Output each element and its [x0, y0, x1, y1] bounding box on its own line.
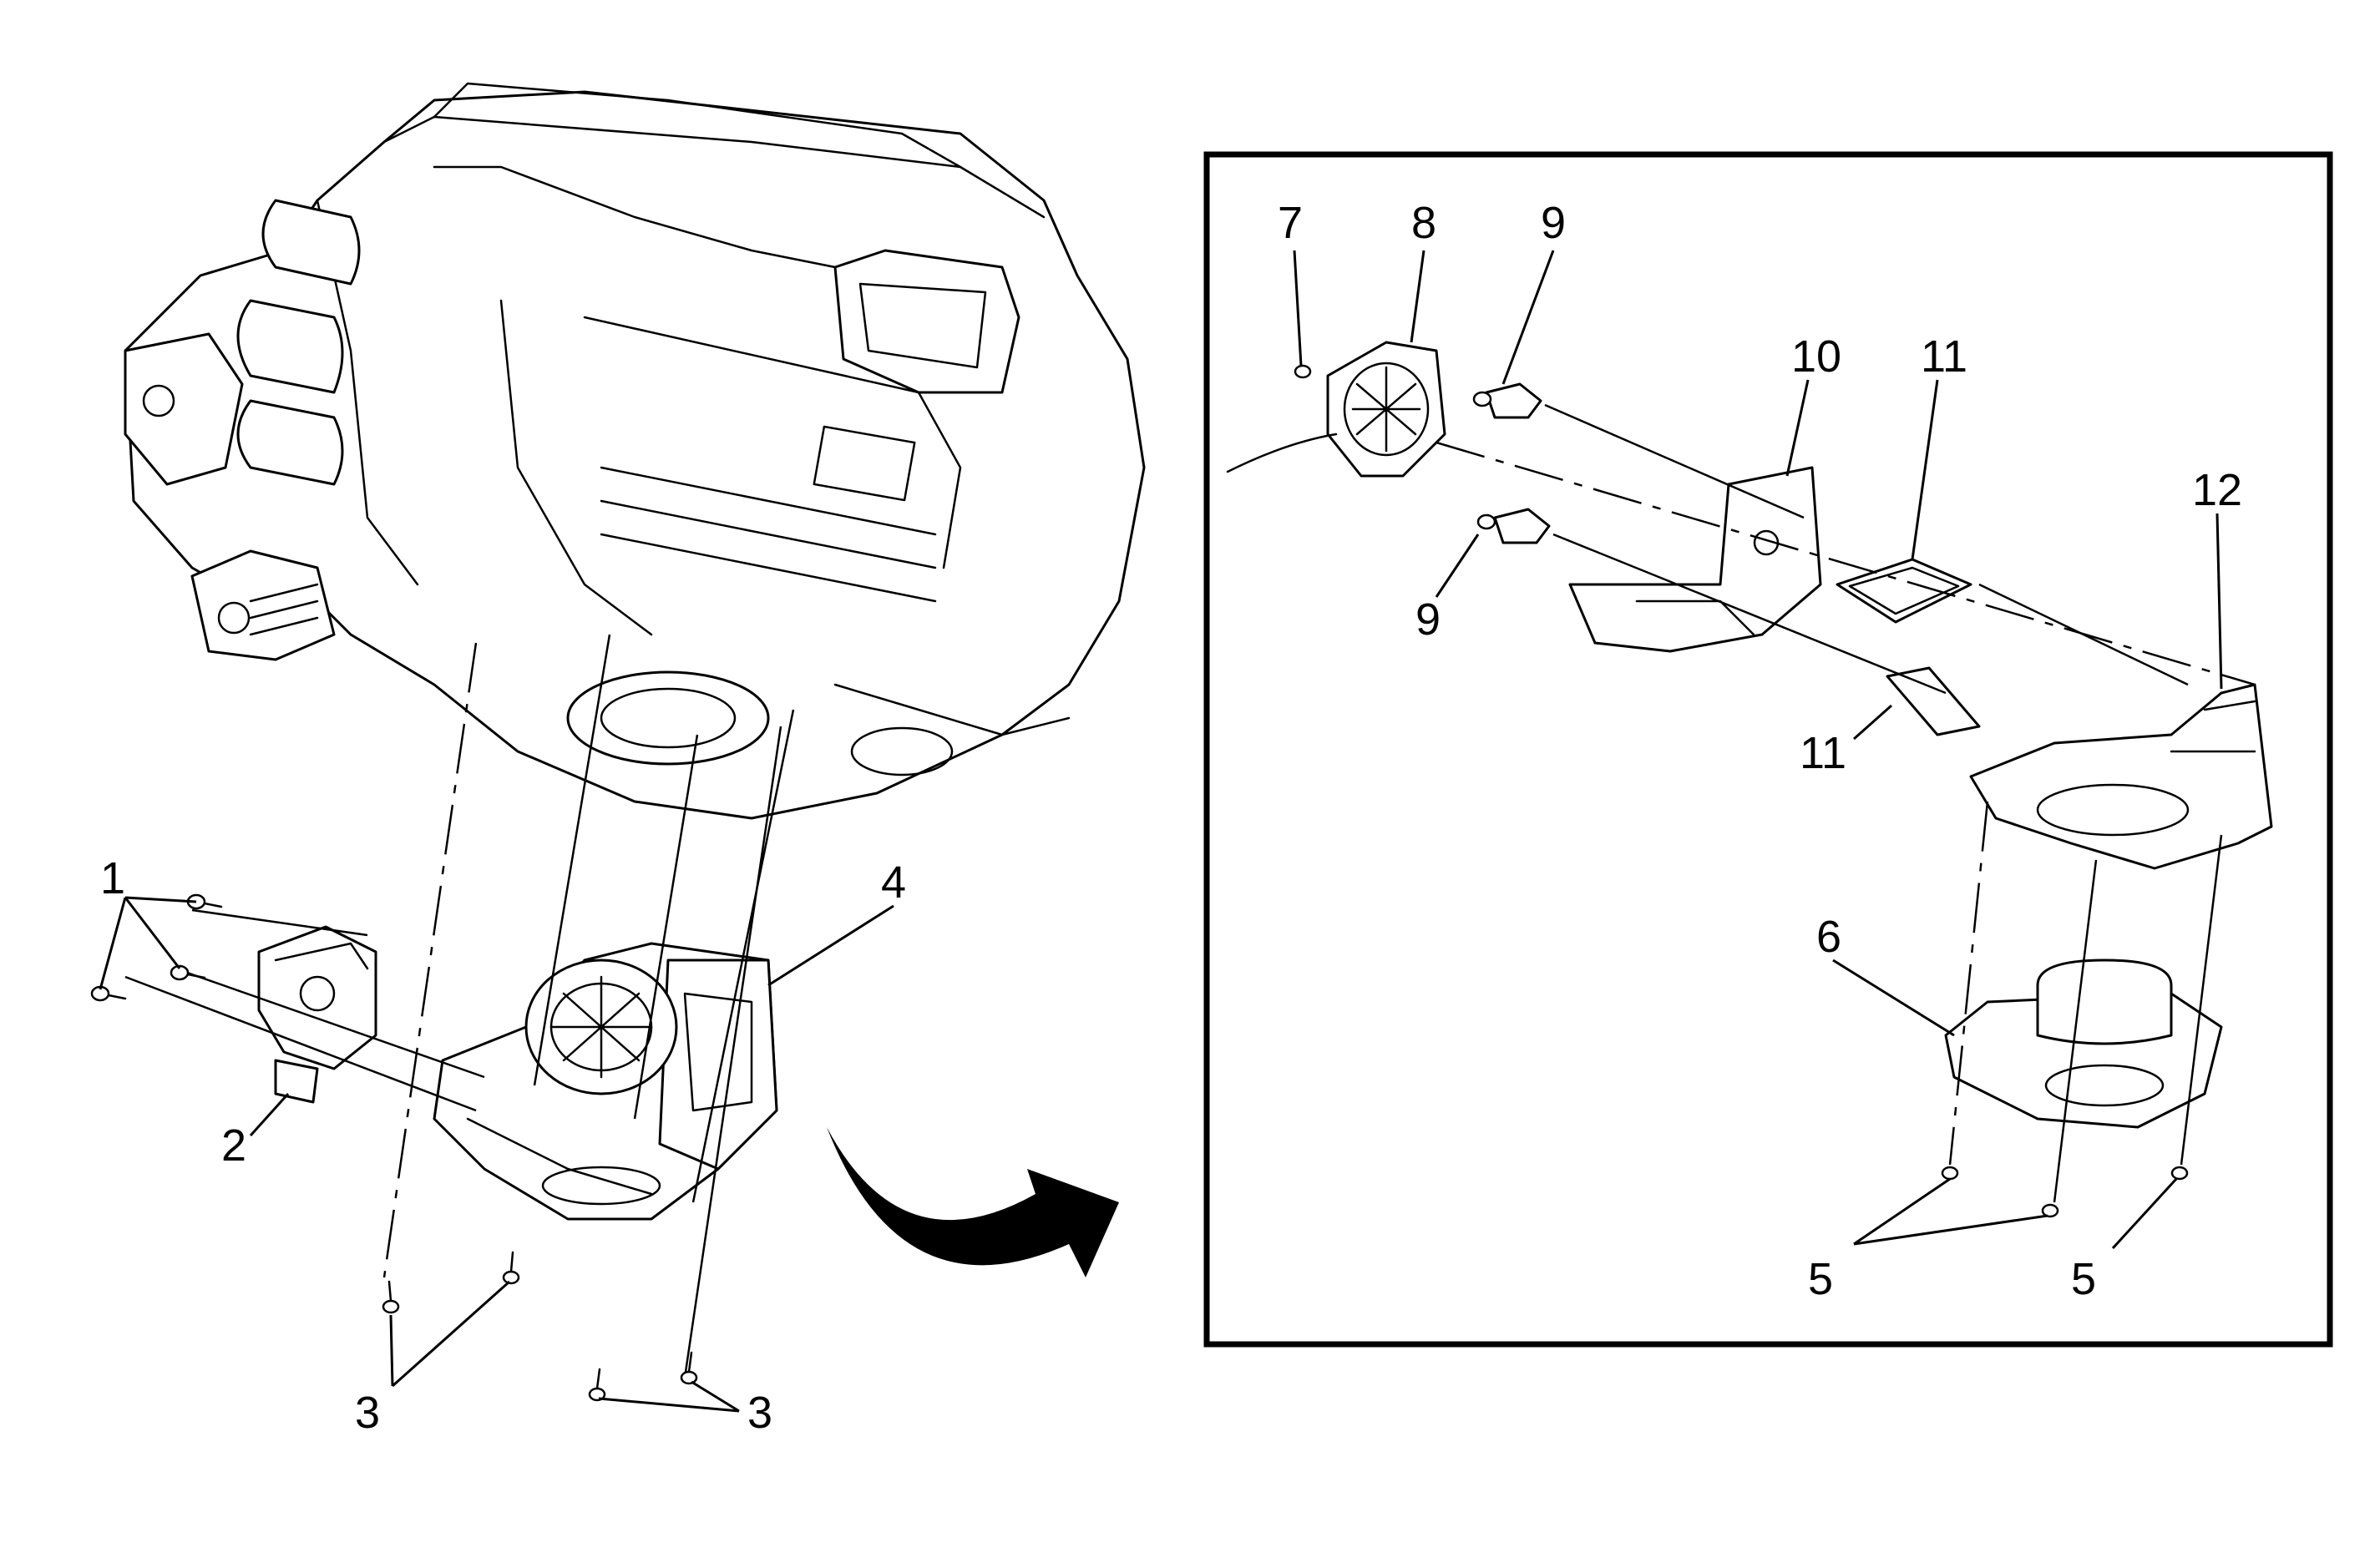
screw-1b	[170, 964, 206, 981]
callouts-main: 1 2 3 3 4	[99, 853, 906, 1438]
inset-detail: 7 8 9 9 10 11 11 12 6 5 5	[1226, 198, 2273, 1304]
blower-assembly-part-4	[433, 942, 778, 1221]
bracket-part-10	[1568, 466, 1822, 653]
callout-10: 10	[1791, 331, 1841, 382]
callout-7: 7	[1278, 198, 1303, 248]
screw-3d	[680, 1351, 698, 1385]
callout-12: 12	[2192, 465, 2242, 515]
blower-case-part-12	[1969, 683, 2273, 870]
curved-arrow-to-inset	[827, 1127, 1119, 1277]
callout-2: 2	[221, 1120, 246, 1171]
screw-part-7	[1294, 364, 1312, 379]
callout-5-left: 5	[1808, 1254, 1833, 1304]
callout-6: 6	[1816, 912, 1841, 962]
screw-1c	[90, 985, 127, 1002]
screw-5b	[2041, 1203, 2059, 1218]
callout-4: 4	[881, 857, 906, 908]
filter-part-11-lower	[1886, 666, 1981, 736]
screw-3a	[382, 1280, 400, 1314]
motor-cover-part-8	[1226, 341, 1446, 478]
callout-9-top: 9	[1541, 198, 1566, 248]
blower-motor-part-6	[1944, 959, 2223, 1129]
callout-1: 1	[100, 853, 125, 903]
screws	[90, 893, 698, 1402]
actuator-part-2	[257, 925, 377, 1104]
sensor-part-9-lower	[1476, 508, 1551, 544]
callout-11-bottom: 11	[1800, 728, 1846, 778]
filter-part-11-upper	[1836, 558, 1972, 624]
callout-9-bottom: 9	[1415, 594, 1441, 645]
screw-5a	[1941, 1166, 1959, 1181]
callout-5-right: 5	[2071, 1254, 2096, 1304]
callout-3-left: 3	[355, 1388, 380, 1438]
screw-3c	[588, 1368, 606, 1402]
screw-5c	[2170, 1166, 2189, 1181]
inset-frame	[1203, 151, 2333, 1348]
hvac-module-housing	[124, 82, 1146, 820]
callout-11-top: 11	[1921, 331, 1967, 382]
sensor-part-9-upper	[1472, 382, 1542, 419]
screw-3b	[502, 1251, 520, 1285]
callout-3-right: 3	[747, 1388, 772, 1438]
assembly-axes-main	[124, 634, 795, 1378]
callout-8: 8	[1411, 198, 1436, 248]
